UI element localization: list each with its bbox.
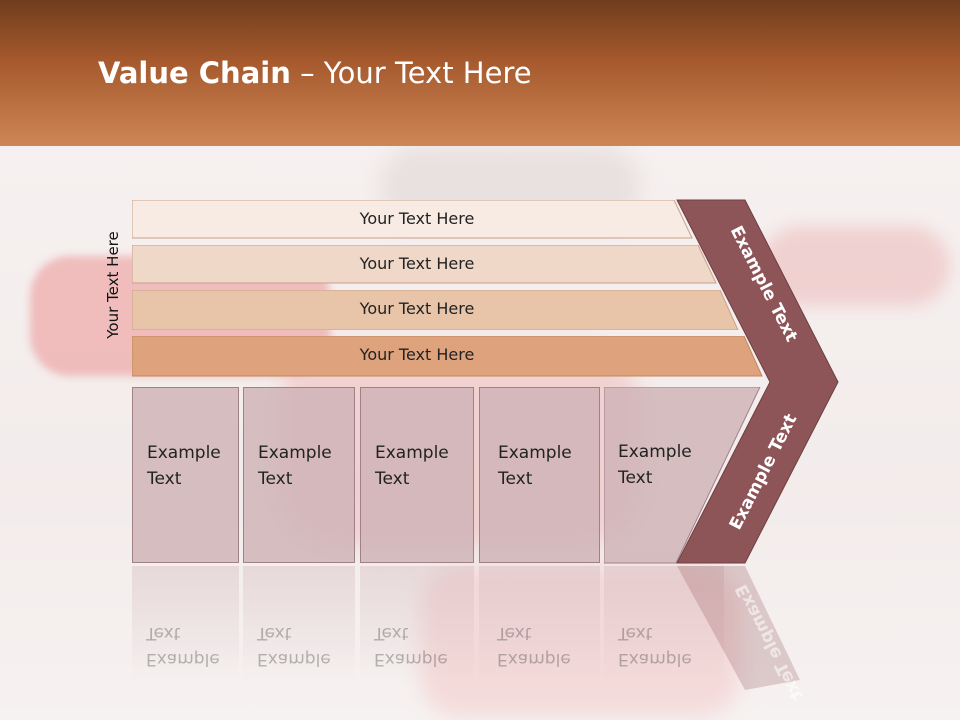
- row-label: Your Text Here: [359, 345, 475, 364]
- row-label: Your Text Here: [359, 209, 475, 228]
- slide-title: Value Chain – Your Text Here: [98, 56, 532, 90]
- row-bar-3: Your Text Here: [132, 290, 742, 330]
- row-label: Your Text Here: [359, 299, 475, 318]
- row-label: Your Text Here: [359, 254, 475, 273]
- row-bar-2: Your Text Here: [132, 245, 720, 284]
- row-bar-4: Your Text Here: [132, 336, 768, 377]
- row-bar-1: Your Text Here: [132, 200, 694, 239]
- header-band: Value Chain – Your Text Here: [0, 0, 960, 146]
